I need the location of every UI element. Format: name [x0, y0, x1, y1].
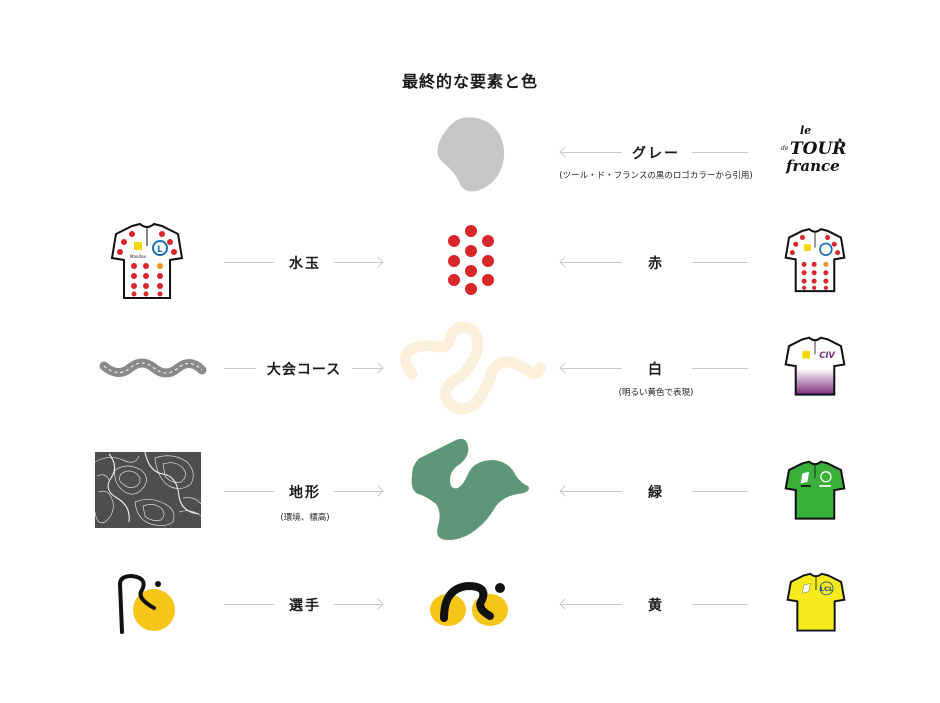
arrow-left-icon [559, 485, 571, 497]
red-dots [443, 223, 499, 295]
connector-line [224, 262, 274, 263]
arrow-right-icon [372, 256, 384, 268]
polka-dot-jersey-right [784, 226, 846, 296]
topographic-map [95, 452, 201, 528]
connector-line [224, 491, 274, 492]
connector-line [560, 604, 622, 605]
polka-dot-jersey-left: L Manitou [110, 222, 184, 302]
connector-line [692, 262, 748, 263]
arrow-left-icon [559, 598, 571, 610]
svg-text:le: le [800, 124, 811, 137]
connector-line [224, 368, 256, 369]
label-green: 緑 [648, 485, 664, 501]
svg-text:de: de [781, 145, 789, 152]
connector-line [224, 604, 274, 605]
connector-line [560, 368, 622, 369]
arrow-left-icon [559, 146, 571, 158]
cyclist-symbol [428, 576, 514, 630]
arrow-right-icon [372, 598, 384, 610]
connector-line [692, 368, 748, 369]
label-terrain: 地形 [289, 485, 321, 501]
label-red: 赤 [648, 256, 664, 272]
arrow-right-icon [372, 362, 384, 374]
road-course [98, 356, 208, 380]
label-white: 白 [648, 362, 664, 378]
svg-text:CIV: CIV [819, 350, 836, 360]
label-gray: グレー [632, 146, 680, 162]
svg-text:france: france [785, 157, 840, 175]
green-jersey [784, 460, 846, 522]
jersey-sponsor-text: LCL [820, 585, 833, 593]
connector-line [692, 152, 748, 153]
page-title: 最終的な要素と色 [401, 72, 538, 91]
connector-line [560, 152, 622, 153]
arrow-left-icon [559, 256, 571, 268]
label-yellow: 黄 [648, 598, 664, 614]
white-jersey: CIV [784, 336, 846, 398]
gray-blob [432, 114, 508, 194]
svg-text:Manitou: Manitou [130, 254, 147, 259]
label-rider: 選手 [289, 598, 321, 614]
connector-line [334, 491, 382, 492]
connector-line [352, 368, 382, 369]
note-white: (明るい黄色で表現) [618, 388, 694, 398]
arrow-left-icon [559, 362, 571, 374]
label-polka: 水玉 [289, 256, 321, 272]
note-terrain: (環境、標高) [280, 513, 330, 523]
yellow-jersey: LCL [786, 572, 846, 634]
connector-line [560, 262, 622, 263]
connector-line [334, 604, 382, 605]
svg-text:TOUR: TOUR [790, 139, 846, 159]
note-gray: (ツール・ド・フランスの黒のロゴカラーから引用) [559, 171, 753, 181]
green-terrain [408, 436, 532, 542]
label-course: 大会コース [266, 362, 342, 378]
connector-line [560, 491, 622, 492]
rider-sketch [112, 570, 182, 636]
cream-course-line [396, 318, 546, 418]
connector-line [692, 491, 748, 492]
connector-line [692, 604, 748, 605]
connector-line [334, 262, 382, 263]
arrow-right-icon [372, 485, 384, 497]
svg-text:L: L [157, 245, 163, 255]
tour-de-france-logo: le de TOUR france [778, 120, 848, 180]
